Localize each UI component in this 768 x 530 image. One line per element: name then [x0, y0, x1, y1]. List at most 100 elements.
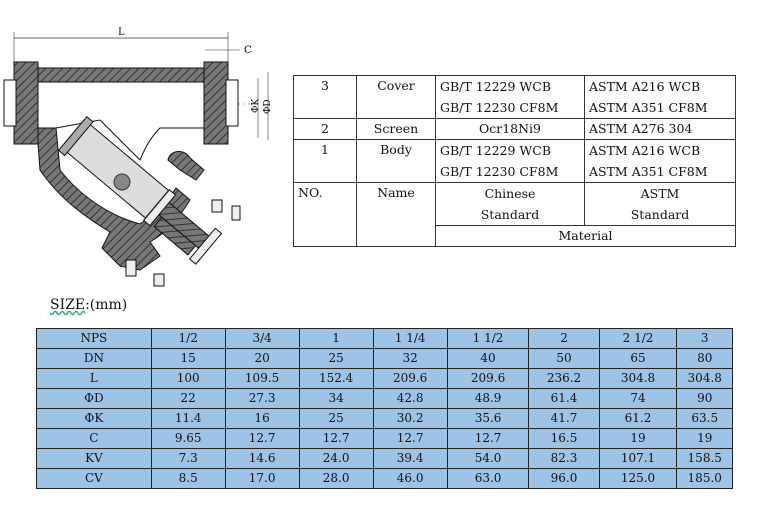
- astm-standard-cell: ASTM A216 WCB ASTM A351 CF8M: [584, 75, 736, 119]
- table-cell: 109.5: [224, 368, 300, 389]
- row-no: 1: [293, 139, 357, 183]
- astm-standard-cell: ASTM A276 304: [584, 118, 736, 140]
- table-cell: 17.0: [224, 468, 300, 489]
- footer-row: Material: [294, 225, 736, 247]
- header-astm-standard: ASTM Standard: [584, 182, 736, 226]
- chinese-standard-cell: GB/T 12229 WCB GB/T 12230 CF8M: [435, 139, 585, 183]
- table-cell: 15: [150, 348, 226, 369]
- table-cell: 22: [150, 388, 226, 409]
- header-row: NO. Name Chinese Standard ASTM Standard: [293, 182, 736, 247]
- table-cell: 19: [676, 428, 733, 449]
- row-name: Body: [356, 139, 436, 183]
- table-cell: 20: [224, 348, 300, 369]
- table-row: 2 Screen Ocr18Ni9 ASTM A276 304: [293, 118, 736, 140]
- size-label: SIZE:(mm): [50, 297, 128, 313]
- table-cell: 8.5: [150, 468, 226, 489]
- table-cell: 158.5: [676, 448, 733, 469]
- table-cell: 63.5: [676, 408, 733, 429]
- table-row: 1 Body GB/T 12229 WCB GB/T 12230 CF8M AS…: [293, 139, 736, 183]
- row-name: Screen: [356, 118, 436, 140]
- table-cell: 32: [372, 348, 448, 369]
- table-cell: 14.6: [224, 448, 300, 469]
- table-cell: 74: [598, 388, 678, 409]
- table-cell: 30.2: [372, 408, 448, 429]
- table-cell: 12.7: [446, 428, 530, 449]
- table-cell: 3: [676, 328, 733, 349]
- table-cell: 25: [298, 408, 374, 429]
- table-cell: 61.2: [598, 408, 678, 429]
- table-cell: 24.0: [298, 448, 374, 469]
- table-cell: 65: [598, 348, 678, 369]
- table-cell: 25: [298, 348, 374, 369]
- table-cell: 96.0: [528, 468, 600, 489]
- row-label: DN: [36, 348, 152, 369]
- row-no: 2: [293, 118, 357, 140]
- table-cell: 304.8: [598, 368, 678, 389]
- table-cell: 28.0: [298, 468, 374, 489]
- table-cell: 80: [676, 348, 733, 369]
- table-cell: 41.7: [528, 408, 600, 429]
- table-cell: 7.3: [150, 448, 226, 469]
- table-cell: 1/2: [150, 328, 226, 349]
- chinese-standard-cell: Ocr18Ni9: [435, 118, 585, 140]
- table-cell: 54.0: [446, 448, 530, 469]
- table-cell: 1 1/2: [446, 328, 530, 349]
- table-cell: 1: [298, 328, 374, 349]
- astm-standard-cell: ASTM A216 WCB ASTM A351 CF8M: [584, 139, 736, 183]
- table-cell: 27.3: [224, 388, 300, 409]
- table-cell: 185.0: [676, 468, 733, 489]
- table-cell: 152.4: [298, 368, 374, 389]
- table-cell: 63.0: [446, 468, 530, 489]
- header-name: Name: [356, 182, 436, 247]
- table-cell: 3/4: [224, 328, 300, 349]
- row-label: ΦK: [36, 408, 152, 429]
- row-label: NPS: [36, 328, 152, 349]
- material-table: 3 Cover GB/T 12229 WCB GB/T 12230 CF8M A…: [293, 75, 736, 247]
- row-label: C: [36, 428, 152, 449]
- row-label: L: [36, 368, 152, 389]
- table-cell: 209.6: [372, 368, 448, 389]
- table-cell: 12.7: [372, 428, 448, 449]
- material-footer: Material: [435, 225, 736, 247]
- table-cell: 11.4: [150, 408, 226, 429]
- table-cell: 61.4: [528, 388, 600, 409]
- row-no: 3: [293, 75, 357, 119]
- table-cell: 2: [528, 328, 600, 349]
- table-cell: 35.6: [446, 408, 530, 429]
- dim-k-label: ΦK: [251, 99, 261, 113]
- table-cell: 12.7: [298, 428, 374, 449]
- table-cell: 39.4: [372, 448, 448, 469]
- table-cell: 236.2: [528, 368, 600, 389]
- table-cell: 42.8: [372, 388, 448, 409]
- table-row: 3 Cover GB/T 12229 WCB GB/T 12230 CF8M A…: [293, 75, 736, 119]
- table-cell: 100: [150, 368, 226, 389]
- table-cell: 16: [224, 408, 300, 429]
- table-cell: 209.6: [446, 368, 530, 389]
- dim-c-label: C: [244, 45, 252, 56]
- row-name: Cover: [356, 75, 436, 119]
- table-cell: 50: [528, 348, 600, 369]
- row-label: ΦD: [36, 388, 152, 409]
- table-cell: 304.8: [676, 368, 733, 389]
- row-label: KV: [36, 448, 152, 469]
- table-cell: 125.0: [598, 468, 678, 489]
- table-cell: 46.0: [372, 468, 448, 489]
- table-cell: 48.9: [446, 388, 530, 409]
- dim-d-label: ΦD: [263, 99, 270, 114]
- table-cell: 9.65: [150, 428, 226, 449]
- chinese-standard-cell: GB/T 12229 WCB GB/T 12230 CF8M: [435, 75, 585, 119]
- table-cell: 1 1/4: [372, 328, 448, 349]
- table-cell: 12.7: [224, 428, 300, 449]
- table-cell: 34: [298, 388, 374, 409]
- table-cell: 107.1: [598, 448, 678, 469]
- y-strainer-drawing: L C ΦK ΦD: [3, 27, 270, 287]
- row-label: CV: [36, 468, 152, 489]
- table-cell: 90: [676, 388, 733, 409]
